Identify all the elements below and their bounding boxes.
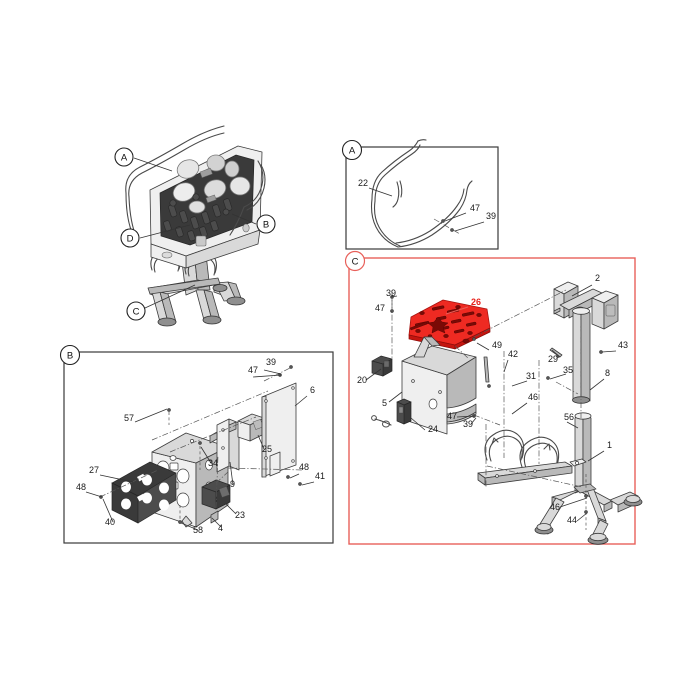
part-8-upper-column (572, 307, 591, 404)
panel-C-label-56: 56 (564, 412, 574, 422)
panel-C-label-46: 46 (528, 392, 538, 402)
panel-B-label-27: 27 (89, 465, 99, 475)
panel-C-label-35: 35 (563, 365, 573, 375)
panel-B-label-6: 6 (310, 385, 315, 395)
panel-B: B (59, 344, 334, 544)
panel-C-label-44: 44 (567, 515, 577, 525)
part-1-lower-column (574, 412, 592, 494)
panel-B-badge-label: B (67, 351, 73, 362)
panel-B-label-9: 9 (230, 479, 235, 489)
part-1-tripod-base (534, 483, 643, 545)
panel-B-badge[interactable] (59, 344, 81, 366)
main-assembly-illustration: A B D C (114, 125, 276, 327)
panel-B-label-48b: 48 (76, 482, 86, 492)
part-23-relay (201, 479, 231, 510)
panel-C-badge[interactable] (344, 250, 366, 272)
panel-C-badge-label: C (352, 257, 359, 268)
panel-C-label-49: 49 (492, 340, 502, 350)
part-22-handle-tube (370, 139, 473, 248)
panel-C-label-39: 39 (386, 288, 396, 298)
panel-A: A 22 47 39 (341, 139, 499, 250)
callout-badge-A-main-label: A (121, 153, 128, 164)
main-console-housing (125, 125, 266, 269)
part-24-connector (396, 398, 412, 425)
panel-C: C (344, 250, 643, 545)
panel-A-label-22: 22 (358, 178, 368, 188)
panel-B-label-47: 47 (248, 365, 258, 375)
panel-C-label-8: 8 (605, 368, 610, 378)
part-25-relay (237, 413, 265, 442)
panel-B-label-57: 57 (124, 413, 134, 423)
panel-A-badge-label: A (349, 146, 356, 157)
panel-C-label-1: 1 (607, 440, 612, 450)
panel-C-label-24: 24 (428, 424, 438, 434)
panel-B-label-40: 40 (105, 517, 115, 527)
panel-B-label-34: 34 (208, 458, 218, 468)
clamp-assembly (477, 429, 587, 486)
panel-C-label-47: 47 (375, 303, 385, 313)
panel-A-box (345, 146, 499, 250)
panel-C-label-29: 29 (548, 354, 558, 364)
panel-A-label-47: 47 (470, 203, 480, 213)
panel-C-label-47b: 47 (447, 411, 457, 421)
part-6-cover-plate (261, 382, 297, 478)
part-47-fastener (441, 219, 445, 223)
panel-B-label-25: 25 (262, 444, 272, 454)
panel-B-box (63, 351, 334, 544)
panel-B-label-41: 41 (315, 471, 325, 481)
part-27-gasket (111, 461, 177, 524)
panel-B-label-58: 58 (193, 525, 203, 535)
panel-C-label-42: 42 (508, 349, 518, 359)
callout-badge-B-main-label: B (263, 220, 269, 231)
part-5-housing (401, 336, 477, 435)
panel-B-label-4: 4 (218, 523, 223, 533)
panel-C-label-5: 5 (382, 398, 387, 408)
panel-C-label-20: 20 (357, 375, 367, 385)
part-26-highlighted-plate (408, 299, 491, 350)
panel-A-badge[interactable] (341, 139, 363, 161)
panel-C-box (348, 257, 636, 545)
panel-B-label-39: 39 (266, 357, 276, 367)
part-9-bracket (209, 418, 240, 473)
callout-badge-D-main[interactable]: D (120, 228, 140, 248)
panel-B-label-23: 23 (235, 510, 245, 520)
panel-C-label-31: 31 (526, 371, 536, 381)
callout-badge-B-main[interactable]: B (256, 214, 276, 234)
panel-C-label-39b: 39 (463, 419, 473, 429)
panel-C-label-2: 2 (595, 273, 600, 283)
callout-badge-C-main[interactable]: C (126, 301, 146, 321)
callout-badge-A-main[interactable]: A (114, 147, 134, 167)
panel-B-label-48: 48 (299, 462, 309, 472)
panel-C-label-46b: 46 (550, 502, 560, 512)
panel-C-label-43: 43 (618, 340, 628, 350)
part-20-block (371, 355, 393, 377)
callout-badge-C-main-label: C (133, 307, 140, 318)
callout-badge-D-main-label: D (127, 234, 134, 245)
panel-A-label-39: 39 (486, 211, 496, 221)
panel-C-label-26-highlight: 26 (471, 297, 481, 307)
